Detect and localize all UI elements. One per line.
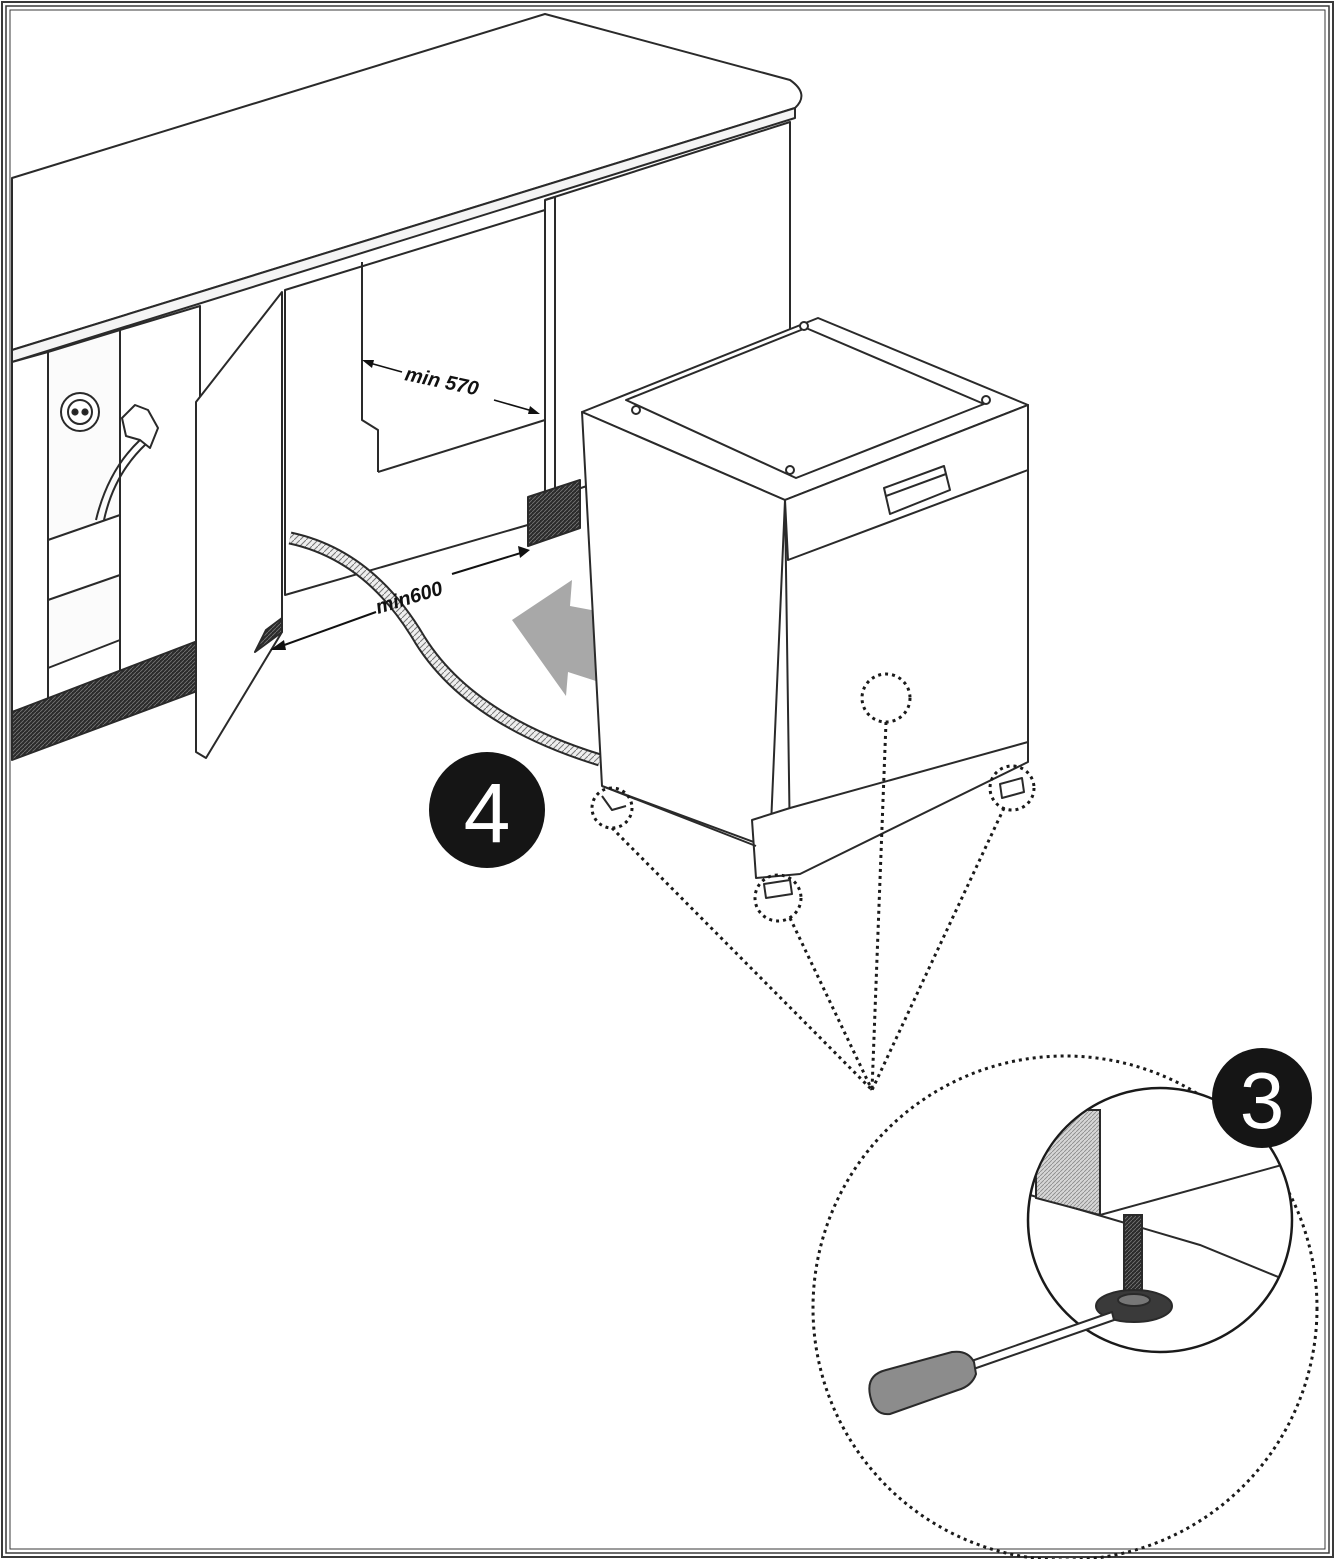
screwdriver-icon [868, 1311, 1115, 1416]
power-socket-icon [60, 392, 100, 432]
levelling-screw [1123, 1214, 1143, 1296]
dishwasher [581, 317, 1029, 899]
plug-icon [95, 404, 159, 521]
step-4-badge: 4 [429, 752, 545, 868]
step-3-badge: 3 [1212, 1048, 1312, 1148]
step-3-number: 3 [1240, 1056, 1285, 1145]
water-hose [288, 531, 602, 767]
countertop [11, 13, 803, 363]
detail-zoom [868, 1086, 1294, 1416]
step-4-number: 4 [464, 766, 511, 860]
foot-callouts [590, 672, 1319, 1559]
